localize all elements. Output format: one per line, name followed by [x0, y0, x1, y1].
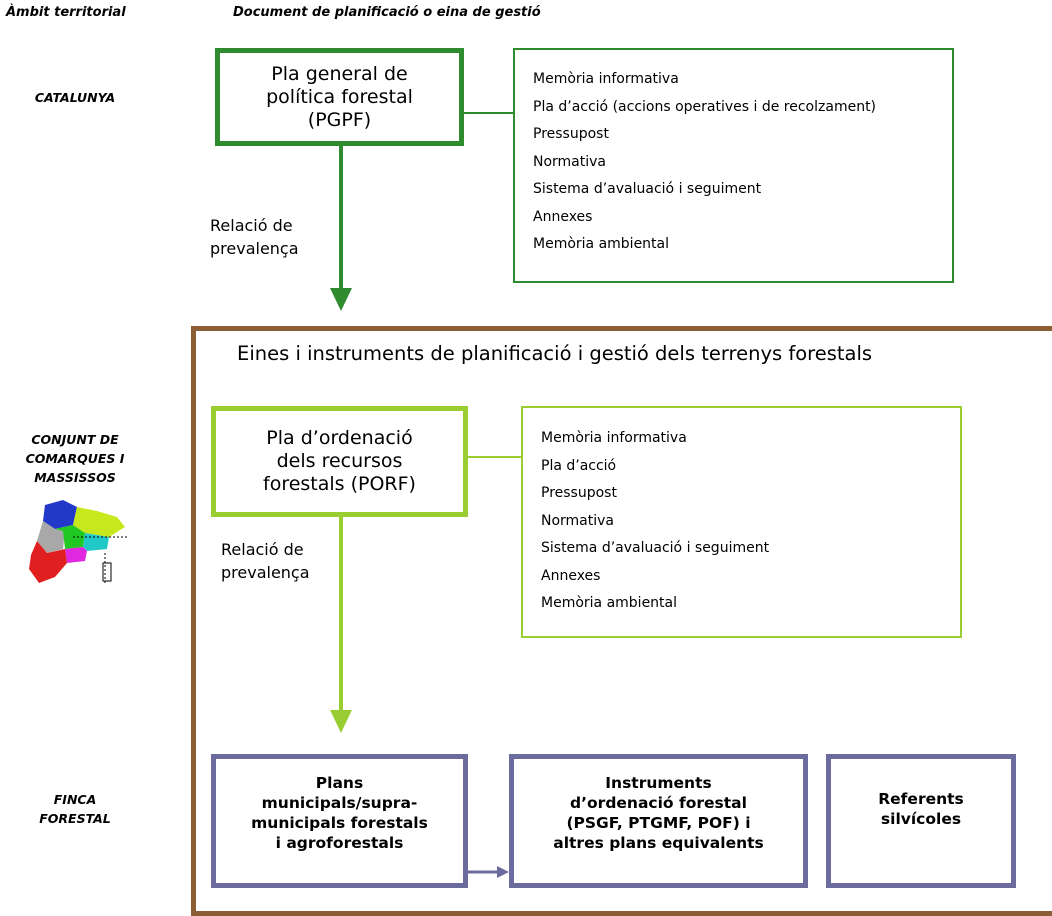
porf-title-line: Pla d’ordenació	[266, 427, 413, 449]
pgpf-content-item: Memòria informativa	[533, 71, 679, 87]
porf-title-line: forestals (PORF)	[263, 473, 416, 495]
pgpf-content-item: Sistema d’avaluació i seguiment	[533, 181, 762, 197]
porf-content-item: Pla d’acció	[541, 457, 617, 474]
scope-finca: FINCA FORESTAL	[39, 792, 111, 826]
porf-content-item: Sistema d’avaluació i seguiment	[541, 540, 770, 556]
pgpf-content-item: Normativa	[533, 153, 607, 170]
plans-instruments-arrowhead	[497, 866, 509, 878]
porf-content-item: Normativa	[541, 512, 615, 529]
porf-box: Pla d’ordenació dels recursos forestals …	[211, 406, 468, 517]
forest-management-instruments-box: Instruments d’ordenació forestal (PSGF, …	[509, 754, 808, 888]
porf-content-item: Annexes	[541, 567, 601, 584]
silvicultural-references-box: Referents silvícoles	[826, 754, 1016, 888]
pgpf-title-line: política forestal	[266, 85, 413, 108]
scope-comarques: CONJUNT DE COMARQUES I MASSISSOS	[25, 432, 125, 485]
porf-title-line: dels recursos	[276, 450, 403, 472]
porf-content-item: Pressupost	[541, 485, 617, 501]
porf-content-item: Memòria ambiental	[541, 595, 678, 611]
pgpf-content-item: Annexes	[533, 208, 593, 225]
municipal-plans-box: Plans municipals/supra- municipals fores…	[211, 754, 468, 888]
prevalence-label-1: Relació de prevalença	[210, 216, 299, 258]
scope-catalunya: CATALUNYA	[34, 90, 116, 105]
prevalence-label-2: Relació de prevalença	[221, 540, 310, 582]
instruments-title: Eines i instruments de planificació i ge…	[237, 342, 873, 365]
scope-column-heading: Àmbit territorial	[6, 5, 126, 20]
pgpf-content-item: Memòria ambiental	[533, 236, 670, 252]
document-column-heading: Document de planificació o eina de gesti…	[233, 5, 541, 20]
pgpf-content-item: Pla d’acció (accions operatives i de rec…	[533, 98, 877, 115]
pgpf-content-item: Pressupost	[533, 126, 609, 142]
porf-prevalence-arrowhead	[330, 710, 352, 733]
pgpf-title-line: Pla general de	[271, 62, 408, 85]
porf-content-item: Memòria informativa	[541, 430, 687, 446]
catalonia-map-image	[29, 500, 129, 583]
pgpf-prevalence-arrowhead	[330, 288, 352, 311]
pgpf-contents-box: Memòria informativa Pla d’acció (accions…	[513, 48, 954, 283]
pgpf-title-line: (PGPF)	[307, 108, 372, 131]
pgpf-box: Pla general de política forestal (PGPF)	[215, 48, 464, 146]
porf-contents-box: Memòria informativa Pla d’acció Pressupo…	[521, 406, 962, 638]
